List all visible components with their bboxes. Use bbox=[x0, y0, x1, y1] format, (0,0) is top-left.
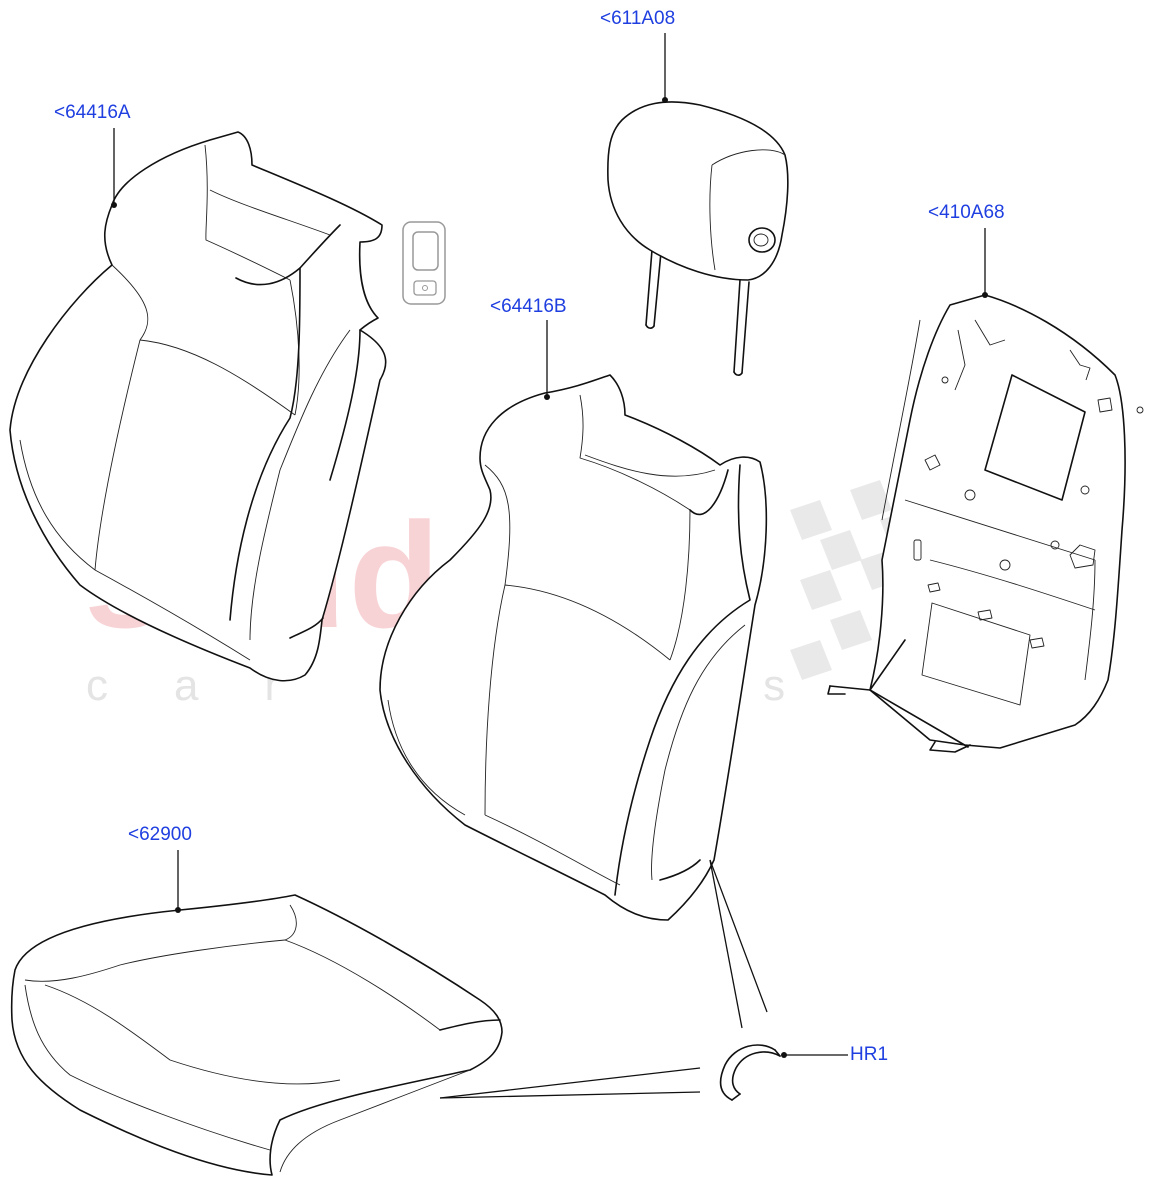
seat-back-cover-b[interactable] bbox=[379, 374, 768, 921]
callout-seat-cover-a[interactable]: <64416A bbox=[54, 102, 131, 123]
seat-switch-panel[interactable] bbox=[402, 221, 446, 305]
hog-ring-clip[interactable] bbox=[719, 1044, 781, 1101]
callout-headrest[interactable]: <611A08 bbox=[600, 8, 676, 29]
leader-lines bbox=[111, 33, 988, 1099]
callout-back-panel[interactable]: <410A68 bbox=[928, 202, 1005, 223]
headrest[interactable] bbox=[607, 101, 789, 376]
callout-seat-cover-b[interactable]: <64416B bbox=[490, 296, 567, 317]
seat-back-cover-a[interactable] bbox=[9, 131, 387, 682]
callout-cushion[interactable]: <62900 bbox=[128, 824, 192, 845]
seat-back-panel[interactable] bbox=[827, 294, 1144, 753]
seat-cushion[interactable] bbox=[10, 894, 503, 1176]
callout-hog-ring[interactable]: HR1 bbox=[850, 1044, 889, 1065]
